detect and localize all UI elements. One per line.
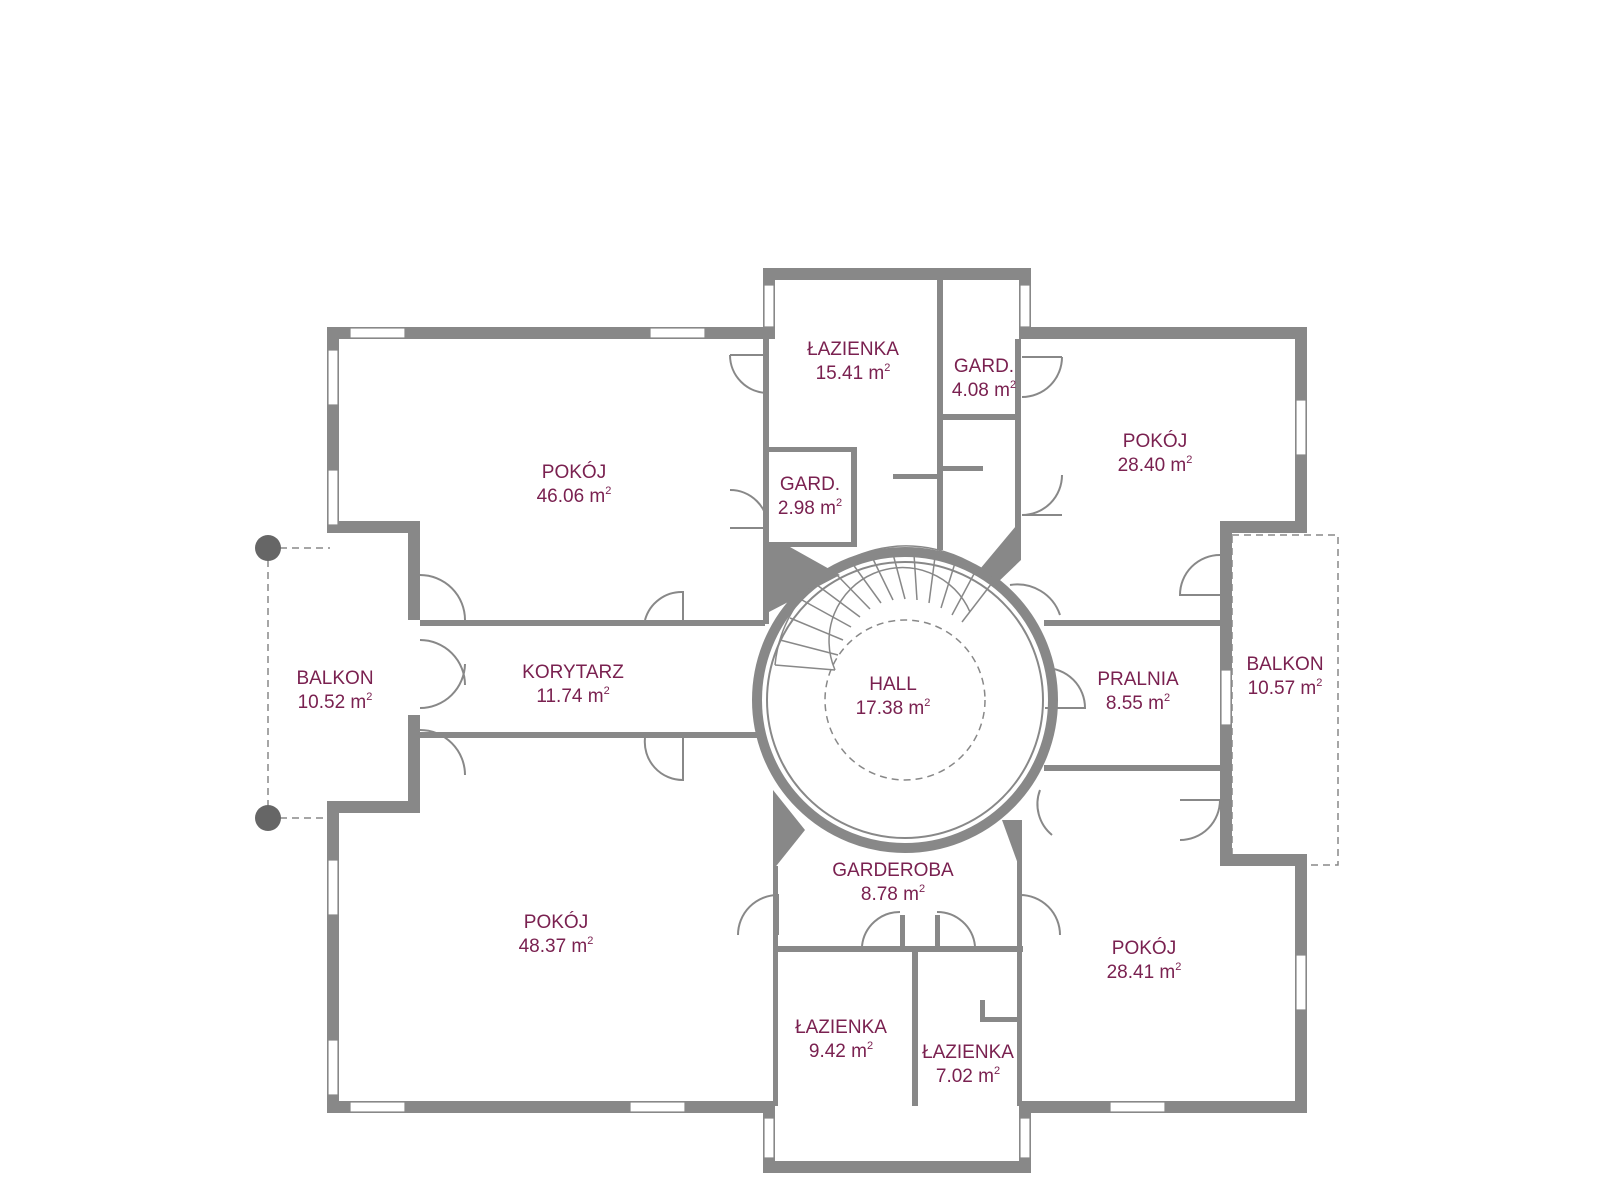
windows <box>327 284 1307 1159</box>
balconies <box>255 534 1339 866</box>
hall-stairs <box>752 545 1058 853</box>
doors <box>419 354 1221 947</box>
balcony-post-bottom <box>255 805 281 831</box>
interior-walls <box>420 280 1220 1106</box>
room-label-gard-ne: GARD.4.08 m2 <box>952 356 1016 401</box>
balcony-post-top <box>255 535 281 561</box>
room-label-gard-n: GARD.2.98 m2 <box>778 474 842 519</box>
